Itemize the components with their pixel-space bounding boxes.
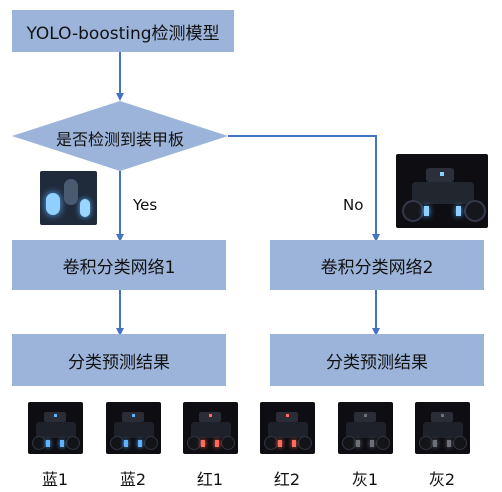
node-result-2: 分类预测结果	[270, 334, 484, 386]
node-decision-label: 是否检测到装甲板	[55, 130, 184, 149]
node-cnn-2: 卷积分类网络2	[270, 240, 484, 290]
decision-diamond	[12, 101, 228, 171]
node-result-1: 分类预测结果	[12, 334, 226, 386]
edge-no	[228, 135, 380, 242]
robot-thumbnail	[396, 154, 488, 228]
class-example-image	[338, 402, 393, 454]
armor-plate-thumbnail	[40, 171, 97, 225]
class-label: 红1	[196, 470, 224, 489]
class-example-image	[28, 402, 83, 454]
class-example-image	[415, 402, 470, 454]
node-cnn-1: 卷积分类网络1	[12, 240, 226, 290]
class-label: 蓝2	[119, 470, 147, 489]
node-yolo-boosting-model: YOLO-boosting检测模型	[12, 10, 234, 52]
class-label: 灰1	[351, 470, 379, 489]
class-example-image	[106, 402, 161, 454]
class-label: 蓝1	[41, 470, 69, 489]
class-example-image	[260, 402, 315, 454]
class-label: 灰2	[428, 470, 456, 489]
edge-no-label: No	[343, 196, 364, 214]
class-label: 红2	[273, 470, 301, 489]
class-example-image	[183, 402, 238, 454]
edge-yes-label: Yes	[133, 196, 158, 214]
